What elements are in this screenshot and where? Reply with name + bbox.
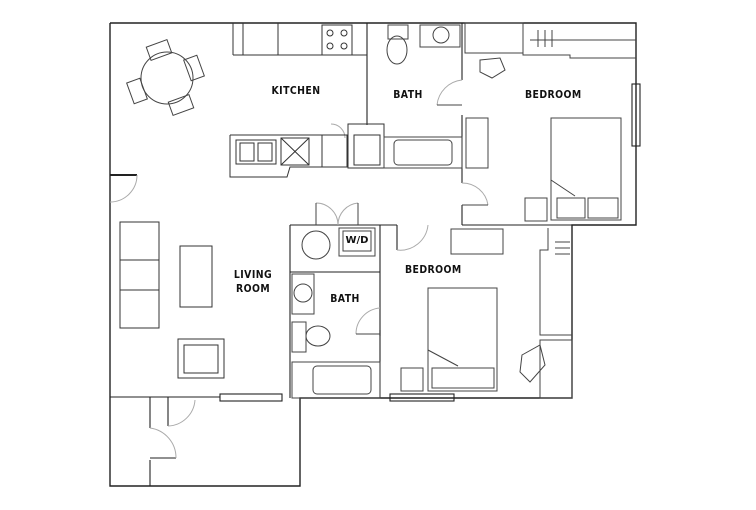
bath-top-fixtures [383,24,489,169]
room-label-bath-bottom: BATH [330,292,360,305]
room-label-bath-top: BATH [393,88,423,101]
living-room-label-line2: ROOM [235,282,271,295]
interior-walls [110,23,636,486]
dining-table [126,39,205,116]
bath-bottom-fixtures [291,227,381,399]
bedroom-bottom-furniture [400,228,573,399]
room-label-kitchen: KITCHEN [271,84,321,97]
washer-dryer-label: W/D [345,235,369,246]
room-label-bedroom-top: BEDROOM [524,88,582,101]
living-room-label-line1: LIVING [233,268,273,281]
room-label-bedroom-bottom: BEDROOM [404,263,462,276]
door-swings [109,79,489,459]
windows [219,83,641,402]
living-room-furniture [119,221,225,379]
room-label-living-room: LIVING ROOM [232,268,275,296]
kitchen-upper-counter [232,23,367,56]
bedroom-top-furniture [464,22,636,222]
kitchen-island-counter [229,123,385,178]
